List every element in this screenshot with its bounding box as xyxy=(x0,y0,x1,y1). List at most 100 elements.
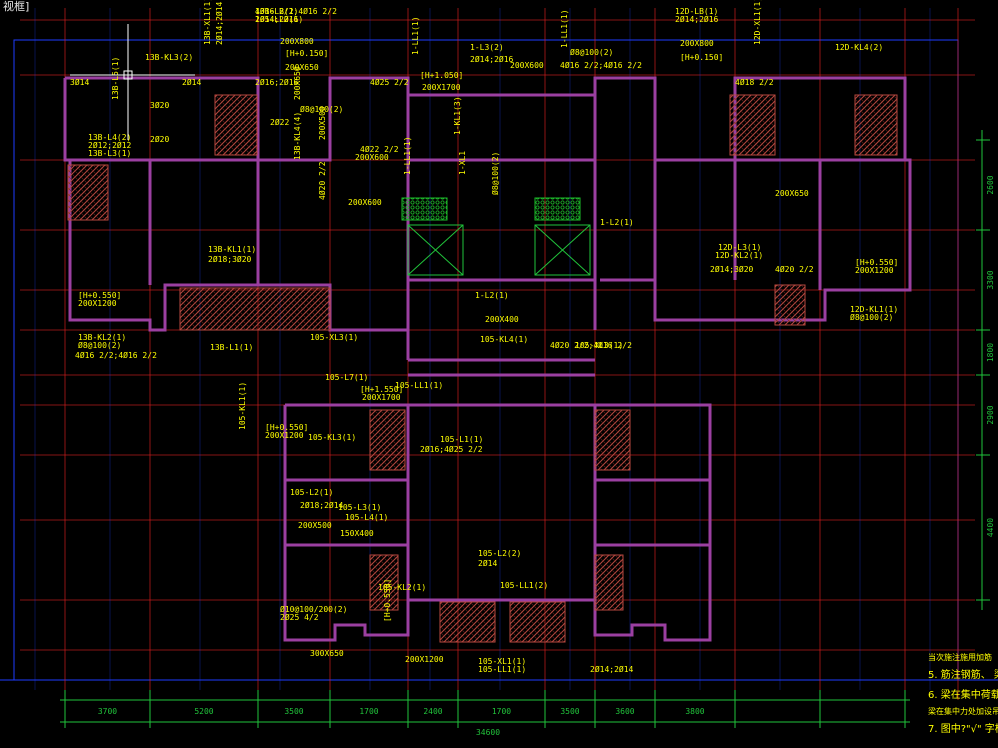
note-line: 梁在集中力处加设吊 xyxy=(928,707,998,716)
beam-label: 2Ø12;2Ø12 xyxy=(88,140,132,150)
beam-label: 3Ø20 xyxy=(150,100,169,110)
beam-label: 13B-KL2(1) xyxy=(78,333,126,342)
beam-label: 105-LL1(1) xyxy=(395,381,443,390)
beam-label: 1-L3(2) xyxy=(470,43,504,52)
beam-label: 4Ø25 2/2 xyxy=(370,77,409,87)
hatched-regions xyxy=(67,94,898,643)
beam-label: 300X650 xyxy=(310,649,344,658)
beam-label: 200X1200 xyxy=(855,266,894,275)
hatched-wall xyxy=(509,601,566,643)
beam-label: 13B-L4(2) xyxy=(88,133,131,142)
hatched-wall xyxy=(214,94,258,156)
beam-label: 200X600 xyxy=(348,198,382,207)
elevator-shaft xyxy=(407,224,464,276)
beam-label: 3Ø14 xyxy=(70,77,89,87)
beam-label: 12D-XL1(1) xyxy=(753,0,762,45)
dim-segment-label: 5200 xyxy=(194,707,213,716)
viewport-title[interactable]: 视框] xyxy=(0,0,33,14)
beam-label: 4Ø18 2/2 xyxy=(735,77,774,87)
beam-label: 1-LL1(1) xyxy=(411,16,420,55)
beam-label: 2Ø18;2Ø14 xyxy=(300,500,344,510)
beam-label: 1-XL1 xyxy=(458,151,467,175)
beam-label: 4Ø16 2/2;4Ø16 2/2 xyxy=(255,6,337,16)
beam-label: 13B-KL3(2) xyxy=(145,53,193,62)
beam-label: 105-LL2(1) xyxy=(255,15,303,24)
beam-label: 150X400 xyxy=(340,529,374,538)
beam-label: 2Ø16;4Ø25 2/2 xyxy=(420,444,483,454)
beam-label: 4Ø20 2/2;4Ø16 2/2 xyxy=(550,340,632,350)
beam-label: 200X600 xyxy=(510,61,544,70)
beam-label: 200X650 xyxy=(285,63,319,72)
note-line: 7. 图中?"√" 字样标高 xyxy=(928,724,998,735)
beam-label: 13B-KL4(4) xyxy=(293,112,302,160)
beam-label: 200X1700 xyxy=(362,393,401,402)
beam-label: 200X1200 xyxy=(405,655,444,664)
beam-label: 105-LL1(1) xyxy=(478,665,526,674)
hatched-wall xyxy=(854,94,898,156)
dim-segment-label: 3500 xyxy=(284,707,303,716)
beam-label: 2Ø16;2Ø16 xyxy=(255,77,299,87)
beam-label: [H+1.550] xyxy=(360,385,403,394)
beam-label: 105-L2(2) xyxy=(478,549,521,558)
beam-label: [H+0.550] xyxy=(383,579,392,622)
beam-label: 1-L2(1) xyxy=(475,291,509,300)
beam-label: Ø8@100(2) xyxy=(850,312,893,322)
note-line: 当次施注施用加筋 xyxy=(928,653,992,662)
dim-segment-label: 3800 xyxy=(685,707,704,716)
beam-label: 105-KL3(1) xyxy=(308,433,356,442)
hatched-wall xyxy=(369,554,399,611)
beam-label: 2Ø20 xyxy=(150,134,169,144)
beam-label: 2Ø14;2Ø14 xyxy=(214,1,224,45)
dim-segment-label: 1700 xyxy=(492,707,511,716)
wall-line xyxy=(593,403,712,642)
beam-label: 2Ø18;3Ø20 xyxy=(208,254,252,264)
dim-segment-label: 3500 xyxy=(560,707,579,716)
beam-label: Ø10@100/200(2) xyxy=(280,604,347,614)
note-line: 6. 梁在集中荷载 xyxy=(928,690,998,701)
beam-labels: 13B-LB(1)2Ø14;2Ø16200X800[H+0.150]200X65… xyxy=(70,0,898,674)
beam-label: 2Ø14;2Ø14 xyxy=(590,664,634,674)
beam-label: 2Ø22 xyxy=(270,117,289,127)
beam-label: 105-L2(1) xyxy=(290,488,333,497)
wall-line xyxy=(65,158,905,282)
stair-hatch xyxy=(534,197,581,221)
wall-line xyxy=(408,358,595,377)
dim-segment-label: 2900 xyxy=(986,405,995,424)
beam-label: 13B-KL1(1) xyxy=(208,245,256,254)
general-notes: 当次施注施用加筋 5. 筋注钢筋、 梁面垫、 6. 梁在集中荷载 梁在集中力处加… xyxy=(928,652,998,740)
beam-label: 13B-LB(1) xyxy=(255,7,298,16)
beam-label: 1-LL1(1) xyxy=(560,9,569,48)
beam-label: 4Ø16 2/2;4Ø16 2/2 xyxy=(560,60,642,70)
elevator-cross xyxy=(534,224,591,276)
crosshair-cursor xyxy=(70,24,195,140)
beam-label: 13B-L5(1) xyxy=(111,57,120,100)
beam-label: 105-KL1(1) xyxy=(238,382,247,430)
beam-label: 200X500 xyxy=(298,521,332,530)
beam-label: 4Ø20 2/2 xyxy=(775,264,814,274)
beam-label: 200X800 xyxy=(280,37,314,46)
beam-label: 105-L1(1) xyxy=(440,435,483,444)
beam-label: [H+0.550] xyxy=(265,423,308,432)
hatched-wall xyxy=(439,601,496,643)
beam-label: Ø8@100(2) xyxy=(78,340,121,350)
beam-label: 12D-L3(1) xyxy=(718,243,761,252)
beam-label: 105-XL3(1) xyxy=(575,341,623,350)
hatched-wall xyxy=(369,409,406,471)
dim-segment-label: 3600 xyxy=(615,707,634,716)
dim-segment-label: 1700 xyxy=(359,707,378,716)
beam-label: 200X650 xyxy=(293,66,302,100)
elevator-shaft xyxy=(534,224,591,276)
hatched-wall xyxy=(594,409,631,471)
hatched-wall xyxy=(774,284,806,326)
beam-label: 105-XL3(1) xyxy=(310,333,358,342)
beam-label: 12D-LB(1) xyxy=(675,7,718,16)
beam-label: 200X1200 xyxy=(78,299,117,308)
dim-total-label: 34600 xyxy=(476,728,500,737)
beam-label: 2Ø14;3Ø20 xyxy=(710,264,754,274)
dim-segment-label: 1800 xyxy=(986,343,995,362)
beam-label: 4Ø20 2/2 xyxy=(317,161,327,200)
beam-label: [H+0.150] xyxy=(680,53,723,62)
